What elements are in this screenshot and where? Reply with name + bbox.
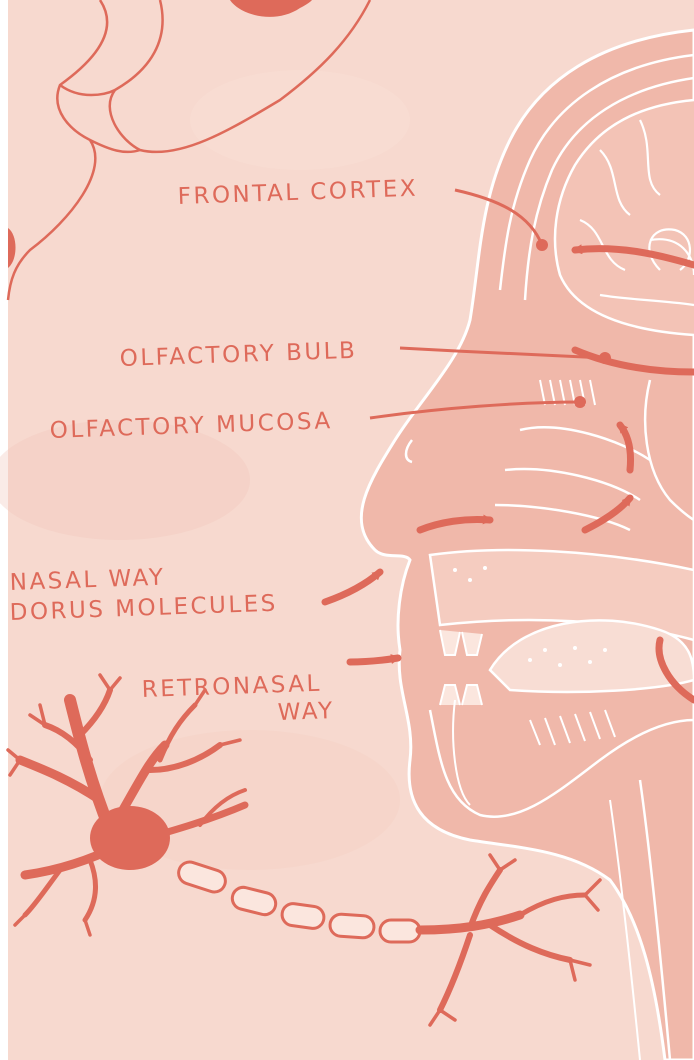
red-blob-top bbox=[230, 0, 312, 17]
red-blob-left bbox=[8, 228, 16, 268]
label-nasal-way: NASAL WAY bbox=[9, 565, 166, 596]
label-odorus-molecules: DORUS MOLECULES bbox=[9, 591, 278, 626]
label-retronasal-way: WAY bbox=[277, 698, 335, 726]
label-frontal-cortex: FRONTAL CORTEX bbox=[177, 176, 418, 210]
label-olfactory-bulb: OLFACTORY BULB bbox=[119, 338, 357, 372]
label-olfactory-mucosa: OLFACTORY MUCOSA bbox=[49, 408, 333, 444]
neuron-axon bbox=[176, 859, 420, 942]
label-retronasal: RETRONASAL bbox=[141, 671, 322, 703]
neuron-soma bbox=[90, 806, 170, 870]
axon-terminal bbox=[420, 855, 600, 1025]
